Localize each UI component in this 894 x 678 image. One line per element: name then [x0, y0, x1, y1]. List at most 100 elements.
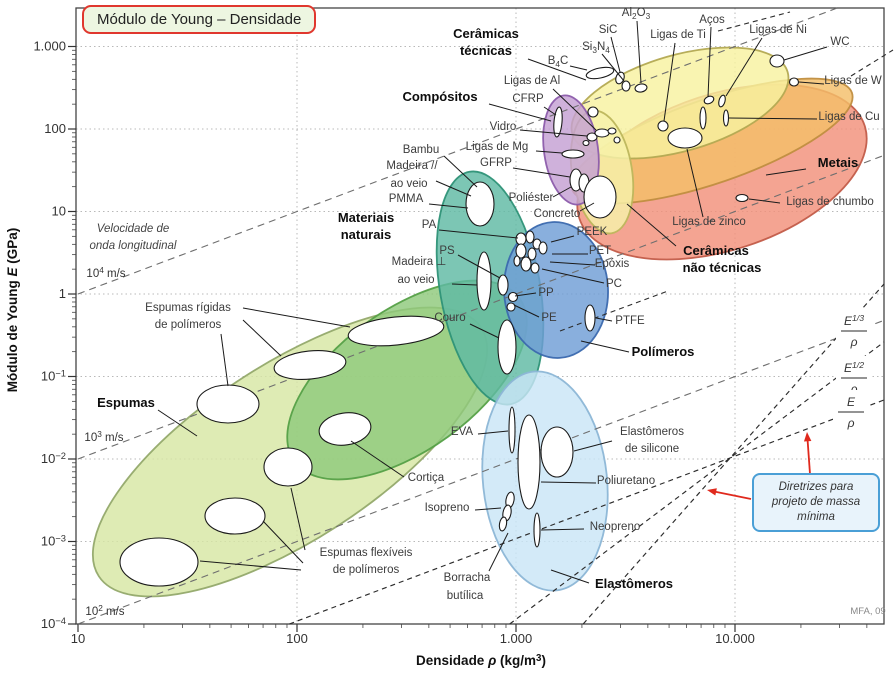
leader-line [477, 430, 509, 435]
leader-line [626, 203, 677, 247]
leader-line [798, 81, 825, 85]
label-ligas-zinco: Ligas de zinco [672, 216, 746, 228]
label-borracha: Borracha [444, 572, 491, 584]
leader-line [443, 155, 478, 188]
leader-line [636, 20, 642, 84]
plot-frame [75, 7, 885, 625]
y-tick-label: 10−1 [41, 369, 66, 384]
label-ligas-cu: Ligas de Cu [818, 111, 879, 123]
label-elastomeros: Elastômeros [595, 576, 673, 591]
leader-line [488, 532, 509, 572]
label-velocidade-2: onda longitudinal [90, 240, 177, 252]
marker-polymer-small-2 [538, 241, 548, 255]
leader-line [513, 304, 540, 318]
label-cortica: Cortiça [408, 472, 445, 484]
leader-line [435, 180, 472, 197]
marker-ceramic-small [587, 106, 599, 118]
label-wc: WC [830, 36, 849, 48]
chart-title-box: Módulo de Young – Densidade [82, 5, 317, 34]
label-sic: SiC [599, 24, 618, 36]
marker-ligas-mg [561, 149, 585, 159]
label-ceramicas-tecnicas-2: técnicas [460, 43, 512, 58]
label-pmma: PMMA [389, 193, 424, 205]
label-polimeros: Polímeros [632, 344, 695, 359]
guidelines-note-line2: projeto de massa [771, 495, 861, 508]
label-espumas-rigidas-2: de polímeros [155, 319, 222, 331]
leader-line [220, 333, 229, 387]
guideline-label-e13-num: E1/3 [844, 313, 864, 328]
marker-sic [615, 71, 625, 85]
note-arrow-left [712, 490, 752, 500]
leader-line [550, 569, 590, 584]
marker-ligas-zinco [667, 127, 703, 149]
leader-line [242, 307, 351, 328]
marker-espuma-rigida-3 [196, 384, 260, 424]
marker-ps-2 [497, 274, 509, 296]
marker-epoxis [520, 256, 532, 272]
guideline-label-e12-den: ρ [850, 382, 858, 396]
label-vidro: Vidro [490, 121, 517, 133]
marker-wc [769, 54, 785, 68]
marker-al2o3 [634, 83, 648, 93]
label-concreto: Concreto [534, 208, 581, 220]
x-tick-label: 10 [71, 631, 85, 646]
leader-line [549, 261, 596, 266]
label-isopreno: Isopreno [425, 502, 470, 514]
leader-line [573, 440, 613, 452]
extra-dash-0 [717, 11, 791, 32]
x-tick-label: 100 [286, 631, 308, 646]
marker-ligas-al-2 [607, 127, 617, 135]
leader-line [765, 168, 807, 176]
leader-line [725, 37, 763, 97]
marker-concreto [583, 175, 617, 219]
label-neopreno: Neopreno [590, 521, 641, 533]
leader-line [579, 202, 595, 212]
leader-line [540, 528, 585, 531]
label-acos: Aços [699, 14, 725, 26]
label-ligas-w: Ligas de W [824, 75, 882, 87]
label-espumas-flexiveis-2: de polímeros [333, 564, 400, 576]
label-peek: PEEK [577, 226, 608, 238]
label-ceramicas-nao-tecnicas-2: não técnicas [683, 260, 762, 275]
leader-line [748, 198, 781, 204]
marker-small [582, 139, 590, 147]
leader-line [707, 26, 712, 98]
leader-line [514, 292, 537, 297]
label-madeira-par-2: ao veio [390, 178, 427, 190]
marker-ligas-ti [657, 120, 669, 132]
marker-pet [527, 247, 537, 261]
label-silicone: Elastômeros [620, 426, 684, 438]
leader-line [540, 481, 597, 484]
guideline-label-e1-den: ρ [847, 416, 855, 430]
label-madeira-perp: Madeira ⊥ [392, 256, 447, 268]
y-tick-label: 10 [52, 204, 66, 219]
marker-ps [515, 243, 527, 259]
leader-line [552, 186, 572, 198]
leader-line [262, 520, 304, 564]
velocity-line-1e4 [77, 7, 838, 295]
label-cfrp: CFRP [512, 93, 544, 105]
label-al2o3: Al2O3 [622, 7, 651, 21]
label-madeira-par: Madeira // [386, 160, 438, 172]
x-tick-label: 1.000 [500, 631, 533, 646]
label-compositos: Compósitos [402, 89, 477, 104]
label-poliester: Poliéster [509, 192, 554, 204]
leader-line [728, 117, 818, 120]
leader-line [199, 560, 302, 571]
chart-title: Módulo de Young – Densidade [97, 11, 302, 28]
label-ligas-mg: Ligas de Mg [466, 141, 529, 153]
marker-ligas-al [594, 128, 610, 138]
leader-line [350, 440, 405, 478]
note-arrow-up-head [803, 432, 812, 442]
label-pe: PE [541, 312, 557, 324]
marker-espuma-flexivel-3 [119, 537, 199, 587]
guideline-label-e1-bg [833, 390, 869, 431]
guidelines-note-line3: mínima [797, 510, 835, 523]
label-v1e4: 104 m/s [86, 266, 125, 280]
label-ceramicas-tecnicas: Cerâmicas [453, 26, 519, 41]
marker-polymer-small [513, 255, 521, 267]
marker-poliuretano [517, 414, 541, 510]
label-v1e3: 103 m/s [84, 430, 123, 444]
label-velocidade: Velocidade de [97, 223, 169, 235]
